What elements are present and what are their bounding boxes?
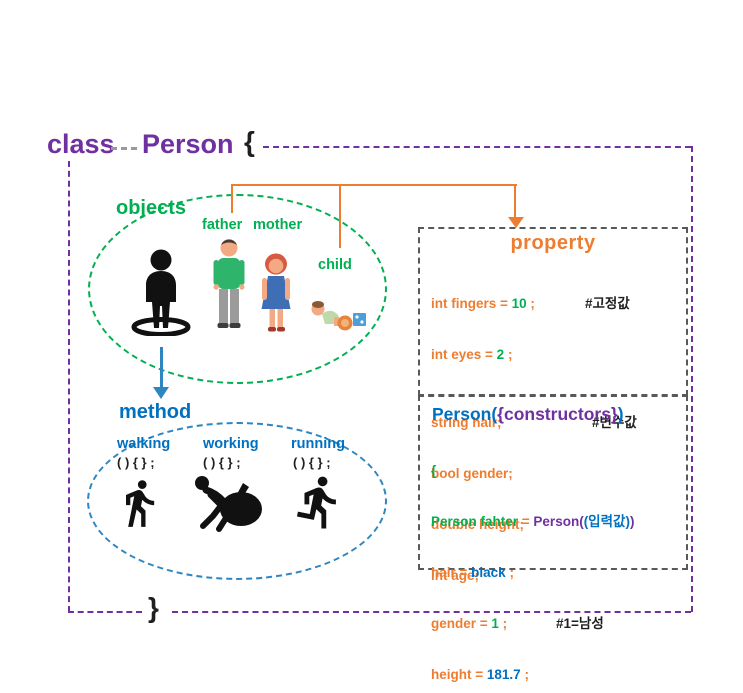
method-title: method — [119, 401, 192, 423]
mother-figure-icon — [255, 251, 297, 339]
code-segment: int eyes = — [431, 347, 497, 362]
property-title: property — [510, 232, 596, 254]
code-segment: int fingers = — [431, 296, 512, 311]
walking-signature: ( ) { } ; — [117, 455, 155, 470]
orange-arrowhead-icon — [508, 217, 524, 228]
property-box: property #고정값 int fingers = 10 ; int eyes… — [418, 227, 688, 583]
class-name: Person — [142, 129, 234, 159]
code-segment: string hair; — [431, 415, 502, 430]
code-segment: 10 — [511, 296, 527, 311]
code-comment: #변수값 — [592, 415, 637, 430]
code-segment: double height; — [431, 517, 524, 532]
code-line: { — [431, 462, 686, 479]
code-line: int eyes = 2 ; — [431, 346, 686, 363]
working-label: working — [203, 436, 259, 452]
constructor-box: Person({constructors}) { Person fahter =… — [418, 395, 688, 682]
code-segment: Person fahter — [431, 514, 519, 529]
person-silhouette-icon — [122, 248, 200, 341]
connector-horizontal-line — [231, 184, 517, 186]
code-line: int age; — [431, 567, 686, 584]
code-segment: ; — [526, 296, 535, 311]
code-segment: { — [431, 463, 437, 478]
class-frame-bottom-left — [68, 611, 142, 613]
dash-connector — [111, 147, 137, 150]
code-segment: Person( — [432, 404, 498, 424]
code-segment: gender = — [431, 616, 492, 631]
code-segment: {constructors} — [497, 404, 618, 424]
code-segment: hair = — [431, 565, 472, 580]
code-line: height = 181.7 ; — [431, 666, 686, 683]
open-brace: { — [244, 126, 255, 157]
code-line: Person fahter = Person((입력값)) — [431, 513, 686, 530]
close-brace: } — [148, 592, 159, 623]
child-label: child — [318, 257, 352, 273]
code-segment: ) — [629, 514, 635, 529]
constructor-title: Person({constructors}) — [420, 397, 686, 427]
walking-label: walking — [117, 436, 171, 452]
connector-drop-child — [339, 184, 341, 248]
method-ellipse — [87, 422, 387, 580]
code-segment: = — [518, 514, 534, 529]
objects-to-method-arrow-line — [160, 347, 163, 389]
code-line: #변수값 string hair; — [431, 414, 686, 431]
code-line: bool gender; — [431, 465, 686, 482]
code-segment: ; — [498, 616, 508, 631]
code-segment: ) — [617, 404, 624, 424]
code-line: hair = black ; — [431, 564, 686, 581]
blue-arrowhead-icon — [153, 387, 169, 399]
mother-label: mother — [253, 217, 303, 233]
code-segment: 181.7 — [486, 667, 521, 682]
code-segment: ; — [520, 667, 529, 682]
property-code: #고정값 int fingers = 10 ; int eyes = 2 ; #변… — [420, 255, 686, 618]
code-segment: height = — [431, 667, 487, 682]
class-keyword: class — [47, 129, 115, 159]
working-signature: ( ) { } ; — [203, 455, 241, 470]
class-frame-bottom-right — [172, 611, 691, 613]
code-line: #고정값 int fingers = 10 ; — [431, 295, 686, 312]
code-segment: (입력값) — [583, 514, 630, 529]
code-segment: ; — [504, 347, 513, 362]
code-line: #1=남성 gender = 1 ; — [431, 615, 686, 632]
code-segment: Person( — [533, 514, 584, 529]
code-segment: 1 — [491, 616, 499, 631]
code-segment: 2 — [496, 347, 505, 362]
code-line: double height; — [431, 516, 686, 533]
code-segment: int age; — [431, 568, 480, 583]
child-figure-icon — [307, 289, 367, 341]
constructor-code: { Person fahter = Person((입력값)) hair = b… — [420, 427, 686, 693]
running-icon — [288, 473, 350, 536]
class-frame-left — [68, 161, 70, 612]
connector-drop-father — [231, 184, 233, 213]
father-label: father — [202, 217, 243, 233]
code-segment: black — [471, 565, 506, 580]
code-comment: #고정값 — [585, 296, 630, 311]
objects-title: objects — [116, 197, 187, 219]
working-icon — [190, 469, 265, 538]
code-comment: #1=남성 — [556, 616, 604, 631]
running-signature: ( ) { } ; — [293, 455, 331, 470]
connector-drop-property — [514, 184, 516, 218]
code-segment: bool gender; — [431, 466, 513, 481]
class-frame-top — [263, 146, 691, 148]
walking-icon — [113, 471, 165, 540]
running-label: running — [291, 436, 345, 452]
code-segment: ; — [505, 565, 514, 580]
class-frame-right — [691, 146, 693, 612]
objects-ellipse — [88, 194, 387, 384]
father-figure-icon — [209, 237, 249, 339]
